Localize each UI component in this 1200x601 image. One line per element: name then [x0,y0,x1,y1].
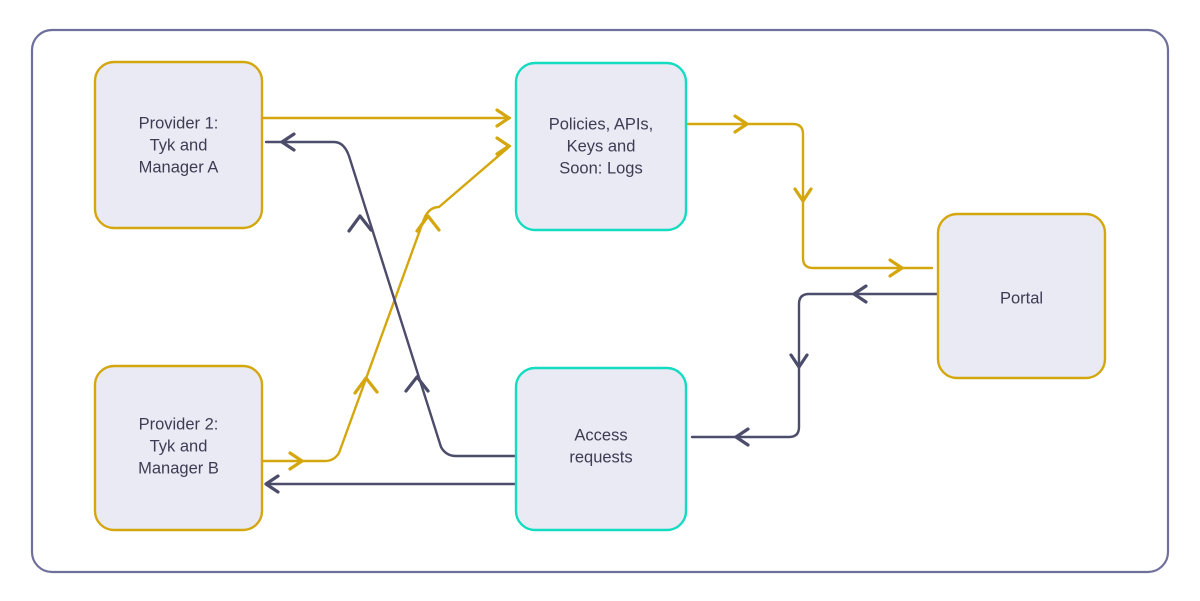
node-policies-label-line-2: Keys and [567,137,636,155]
edge-access-requests-to-provider2 [264,474,518,494]
arrow-head-icon [789,353,809,369]
arrow-head-icon [264,474,280,494]
edge-provider1-to-policies [260,108,512,128]
node-policies-label-line-1: Policies, APIs, [549,115,654,133]
node-access-requests-label-line-2: requests [569,448,632,466]
arrow-head-icon [353,376,379,395]
arrow-head-icon [852,284,868,304]
edge-access-requests-to-provider1 [264,132,518,458]
node-provider-2-label-line-2: Tyk and [150,437,208,455]
edge-provider2-to-policies [260,136,512,471]
node-provider-1[interactable]: Provider 1: Tyk and Manager A [93,60,264,230]
node-portal[interactable]: Portal [936,212,1107,380]
arrow-head-icon [793,187,813,203]
node-policies-label-line-3: Soon: Logs [559,159,642,177]
arrow-head-icon [733,114,749,134]
arrow-head-icon [280,132,296,152]
arrow-head-icon [288,451,304,471]
arrow-head-icon [404,375,430,393]
diagram-outer-frame [30,28,1170,574]
arrow-head-icon [415,214,441,233]
node-portal-label: Portal [1000,289,1043,307]
node-provider-1-label-line-1: Provider 1: [139,114,219,132]
node-provider-1-label-line-3: Manager A [139,158,219,176]
node-provider-2-label-line-1: Provider 2: [139,415,219,433]
edge-portal-to-access-requests [690,284,940,447]
arrow-head-icon [495,108,511,128]
arrow-head-icon [734,427,750,447]
arrow-head-icon [495,136,511,156]
node-provider-2[interactable]: Provider 2: Tyk and Manager B [93,364,264,532]
edge-policies-to-portal [684,114,934,278]
arrow-head-icon [888,258,904,278]
node-policies-apis-keys[interactable]: Policies, APIs, Keys and Soon: Logs [514,61,688,232]
node-provider-1-label-line-2: Tyk and [150,136,208,154]
node-provider-2-label-line-3: Manager B [138,459,219,477]
node-access-requests[interactable]: Access requests [514,366,688,532]
node-access-requests-label-line-1: Access [574,426,627,444]
arrow-head-icon [347,214,373,233]
